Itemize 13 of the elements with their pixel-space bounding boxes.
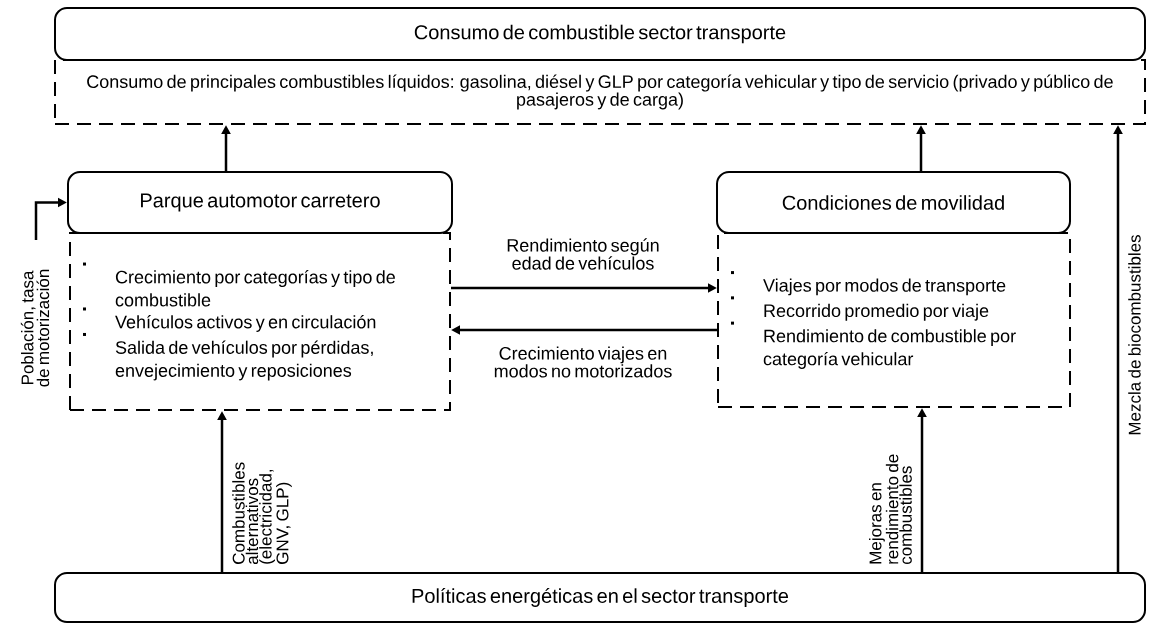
edge-label: Crecimiento viajes en modos no motorizados	[494, 346, 672, 378]
edge-label: Combustibles alternativos (electricidad, GNV, GLP)	[232, 462, 292, 565]
policy-box: Políticas energéticas en el sector transporte	[54, 572, 1146, 623]
edge-label: Población, tasa de motorización	[20, 269, 50, 387]
edge-label: Rendimiento según edad de vehículos	[507, 238, 659, 270]
process-box: Parque automotor carretero	[67, 171, 453, 234]
title-box: Consumo de combustible sector transporte	[54, 7, 1146, 61]
edge-label: Mejoras en rendimiento de combustibles	[869, 454, 912, 565]
edge-label: Mezcla de biocombustibles	[1128, 235, 1141, 435]
bullet-list-box: Viajes por modos de transporte Recorrido promedio por viaje Rendimiento de combustible por categoría vehicular	[717, 232, 1071, 408]
description-box: Consumo de principales combustibles líquidos: gasolina, diésel y GLP por categoría vehicular y tipo de servicio (privado y público de pasajeros y de carga)	[54, 59, 1146, 125]
bullet-list-box: Crecimiento por categorías y tipo de combustible Vehículos activos y en circulación Salida de vehículos por pérdidas, envejecimiento y reposiciones	[69, 232, 451, 411]
process-box: Condiciones de movilidad	[716, 171, 1071, 234]
